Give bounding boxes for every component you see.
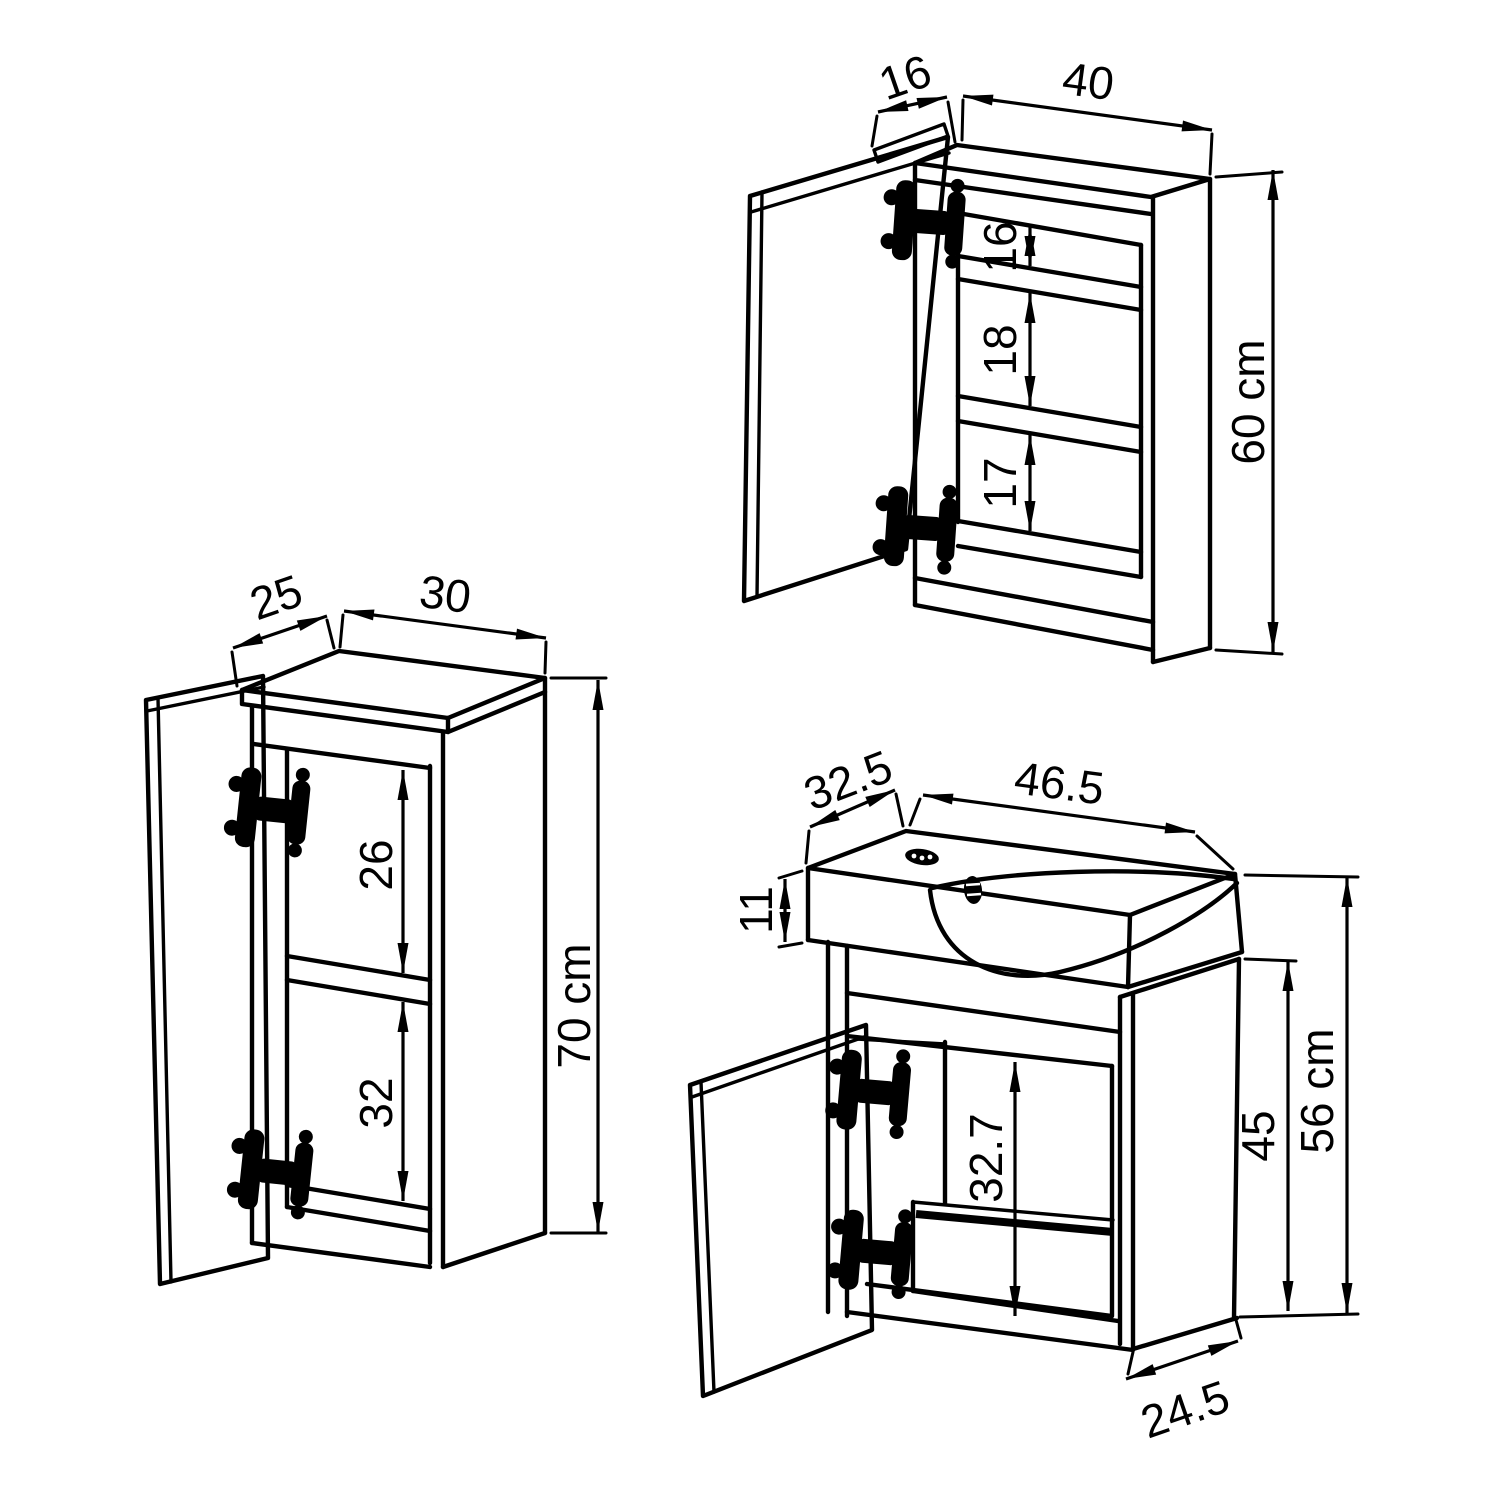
wall-cabinet-carcass	[912, 142, 1213, 665]
hinge-icon	[878, 173, 968, 270]
hinge-icon	[224, 1122, 316, 1221]
side-cabinet-carcass	[239, 648, 548, 1270]
vanity-basin	[805, 828, 1245, 990]
vanity-top-width-dim-label: 46.5	[1012, 751, 1108, 814]
overflow-hole-icon	[963, 876, 983, 904]
side-cabinet-door	[143, 673, 271, 1287]
vanity-top-depth-dim-label: 32.5	[797, 740, 899, 821]
wall-cabinet-door	[741, 122, 951, 604]
vanity-carcass-height-dim-label: 45	[1232, 1110, 1284, 1161]
vanity-dimensions: 32.5 46.5 11 32.7 45 56 cm 24.5	[730, 740, 1360, 1448]
vanity-interior-height-dim-label: 32.7	[960, 1113, 1012, 1203]
wall-width-dim-label: 40	[1060, 52, 1118, 110]
wall-shelf1-dim-label: 16	[974, 221, 1026, 272]
wall-height-dim-label: 60 cm	[1222, 339, 1274, 464]
faucet-hole-icon	[905, 848, 939, 866]
side-shelf2-dim-label: 32	[350, 1077, 402, 1128]
vanity-total-height-dim-label: 56 cm	[1291, 1028, 1343, 1153]
side-cabinet-drawing: 25 30 70 cm 26 32	[143, 564, 608, 1287]
vanity-drawing: 32.5 46.5 11 32.7 45 56 cm 24.5	[687, 740, 1360, 1448]
side-shelf1-dim-label: 26	[350, 839, 402, 890]
wall-shelf2-dim-label: 18	[974, 324, 1026, 375]
vanity-basin-height-dim-label: 11	[730, 886, 782, 934]
vanity-bottom-depth-dim-label: 24.5	[1134, 1370, 1236, 1448]
hinge-icon	[221, 760, 313, 859]
vanity-carcass	[825, 939, 1242, 1353]
side-width-dim-label: 30	[417, 565, 475, 623]
wall-cabinet-drawing: 16 40 60 cm 16 18 17	[741, 44, 1284, 665]
side-height-dim-label: 70 cm	[548, 943, 600, 1068]
wall-shelf3-dim-label: 17	[974, 457, 1026, 508]
wall-cabinet-dimensions: 16 40 60 cm 16 18 17	[870, 44, 1284, 656]
side-depth-dim-label: 25	[243, 564, 308, 630]
vanity-door	[687, 1022, 875, 1399]
